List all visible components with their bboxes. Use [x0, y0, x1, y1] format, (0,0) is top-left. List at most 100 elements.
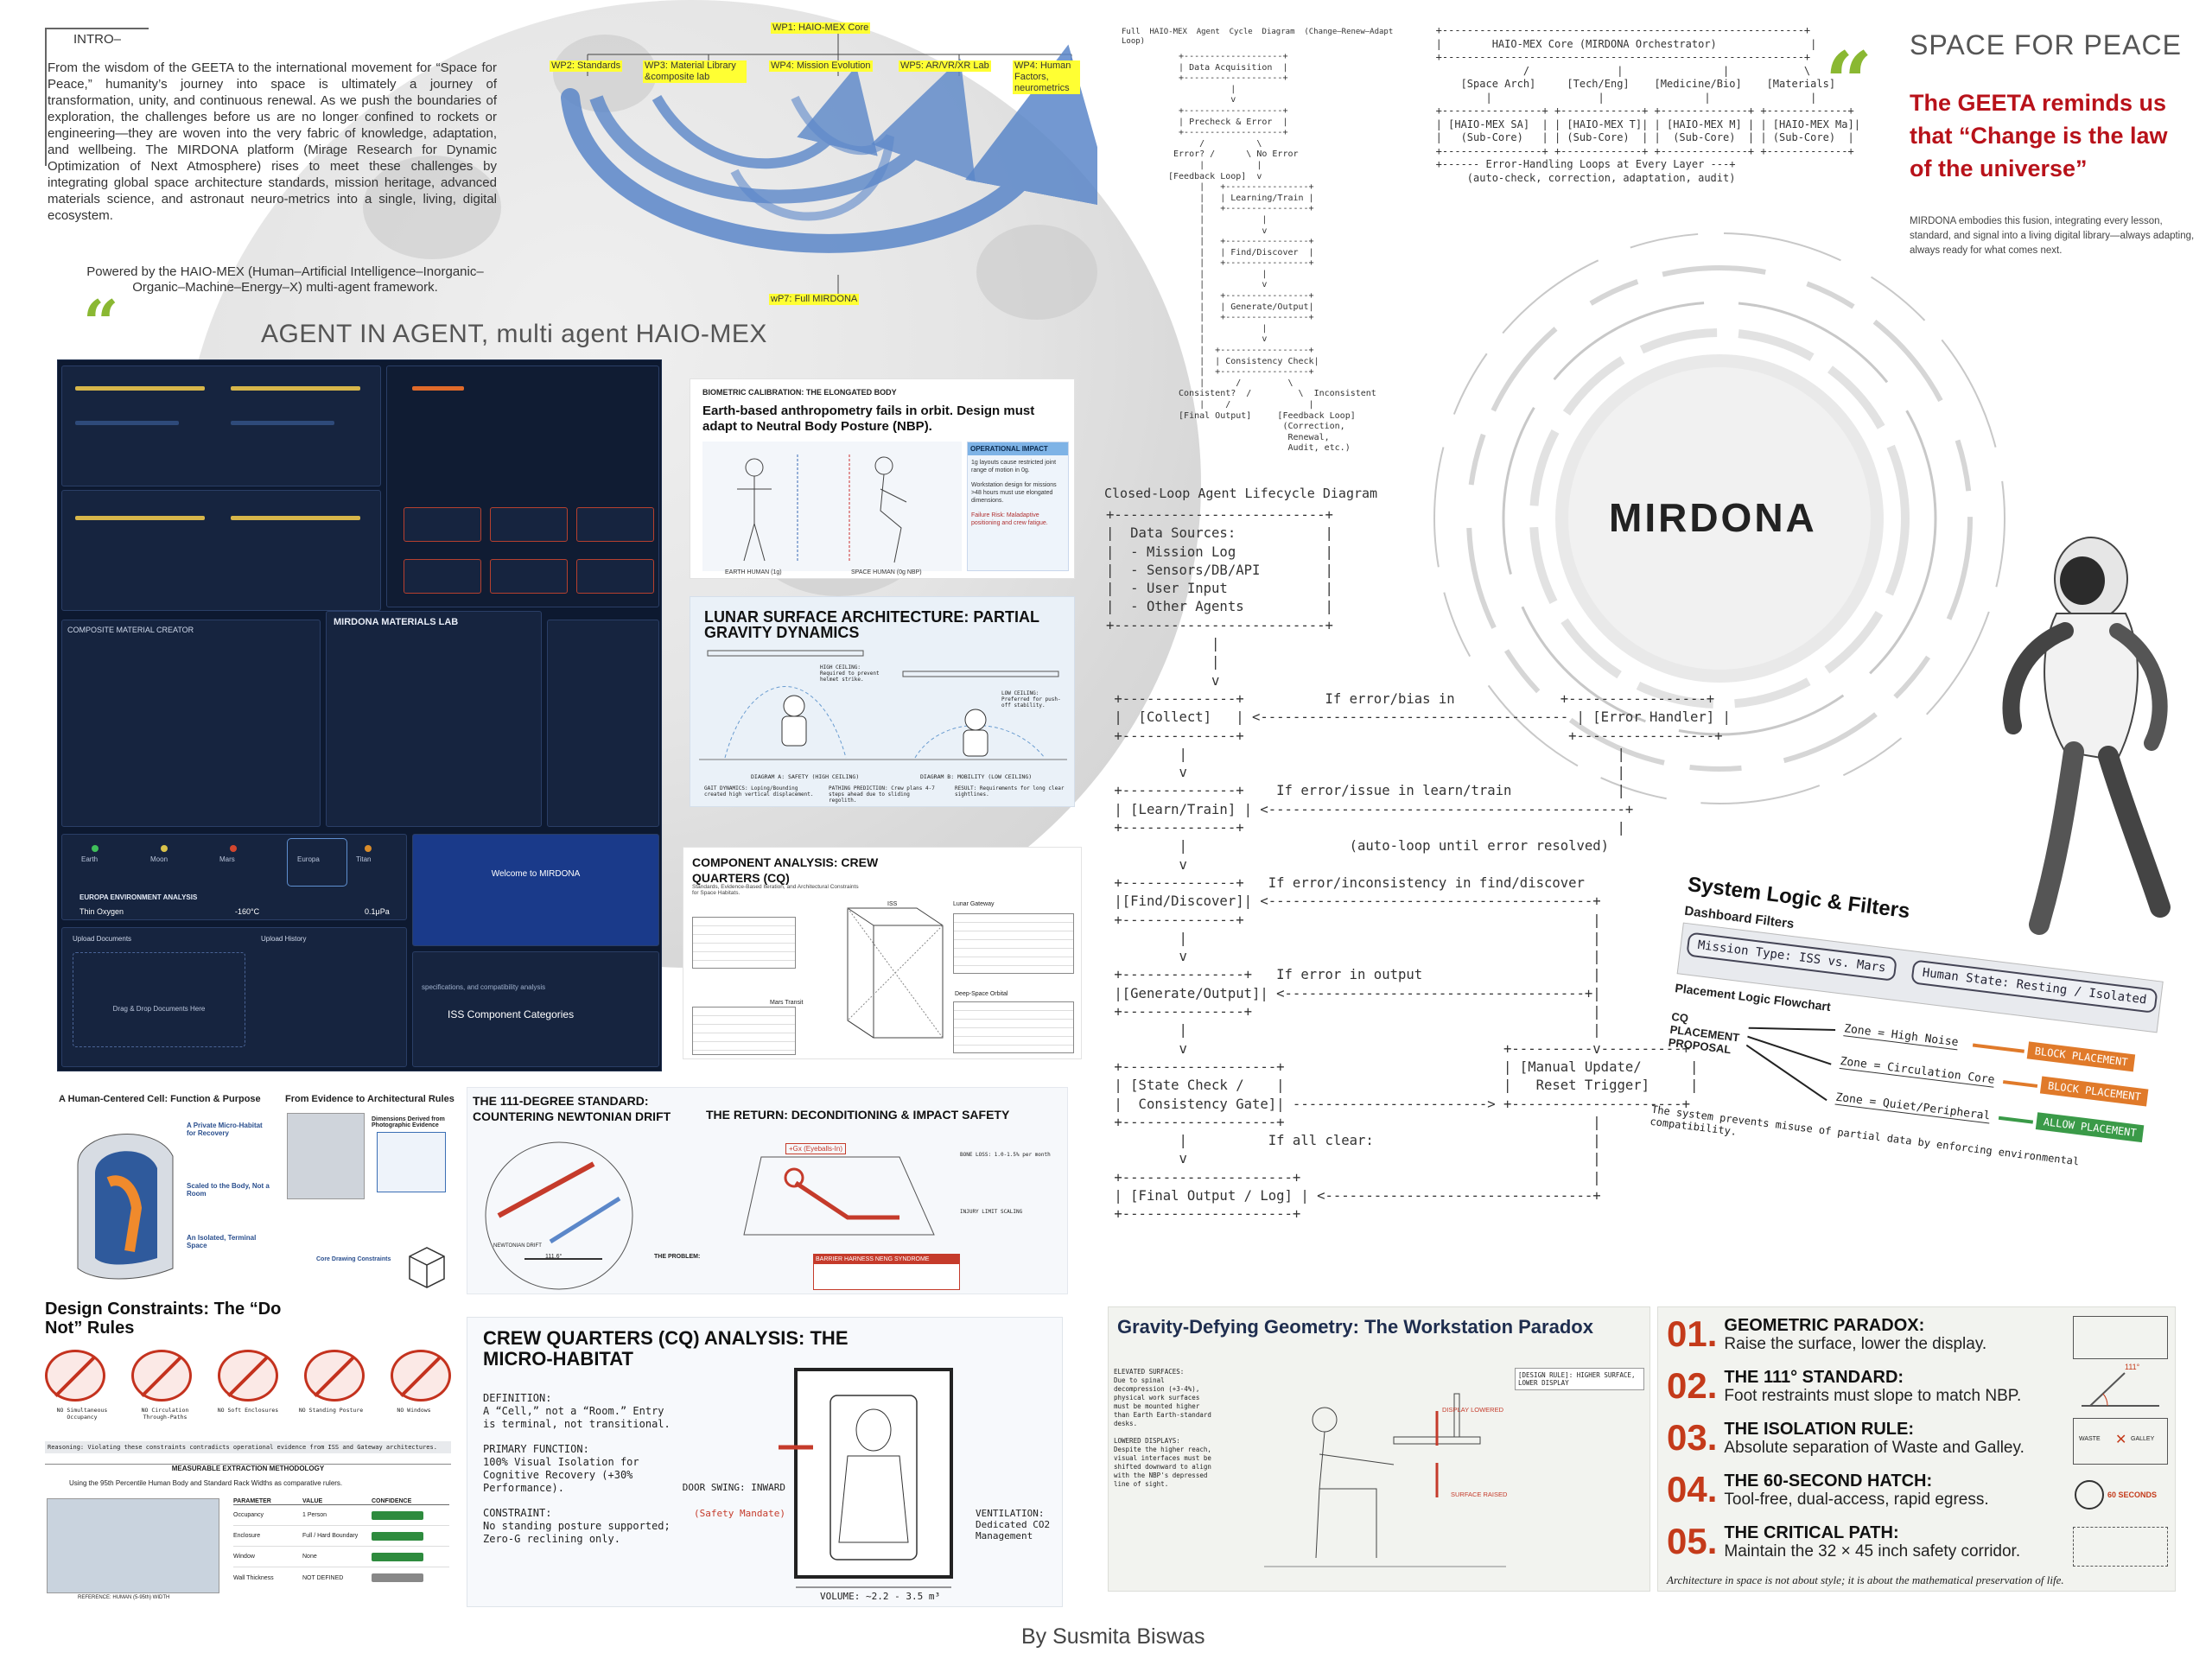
waste-label: WASTE — [2079, 1436, 2101, 1442]
drift-diagram — [485, 1141, 633, 1290]
wp4-human-label: WP4: Human Factors, neurometrics — [1013, 60, 1080, 94]
component-title: COMPONENT ANALYSIS: CREW QUARTERS (CQ) — [692, 855, 879, 885]
pf-text: 100% Visual Isolation for Cognitive Reco… — [483, 1456, 639, 1494]
spec-table — [953, 1001, 1074, 1053]
impact-2: Workstation design for missions >48 hour… — [971, 482, 1057, 504]
gforce-label: +Gx (Eyeballs-In) — [785, 1143, 847, 1154]
dimension-chart — [377, 1132, 446, 1192]
display-lowered-label: DISPLAY LOWERED — [1442, 1406, 1503, 1414]
rule-heading: THE ISOLATION RULE: — [1724, 1420, 1915, 1439]
flow-arrow — [1972, 1043, 2024, 1053]
no-occupancy-icon — [45, 1350, 105, 1402]
cell: Window — [233, 1554, 255, 1560]
stopwatch-icon — [2075, 1480, 2104, 1510]
angle-icon — [2082, 1372, 2159, 1407]
rule-text: Raise the surface, lower the display. — [1724, 1335, 1987, 1353]
cell-item-1: A Private Micro-Habitat for Recovery — [187, 1122, 263, 1137]
method-using: Using the 95th Percentile Human Body and… — [69, 1479, 343, 1487]
cq-proposal: CQ PLACEMENT PROPOSAL — [1668, 1009, 1740, 1057]
moon-icon[interactable] — [161, 845, 168, 852]
system-logic-panel: System Logic & Filters Dashboard Filters… — [1645, 873, 2170, 1292]
rule-label: NO Circulation Through-Paths — [141, 1407, 189, 1421]
dashboard-tile[interactable] — [576, 507, 654, 542]
mars-icon[interactable] — [230, 845, 237, 852]
dashboard-tile[interactable] — [404, 507, 481, 542]
warning-heading: BARRIER HARNESS NENG SYNDROME — [814, 1255, 959, 1264]
corridor-icon — [2073, 1527, 2168, 1567]
europa-atmosphere: Thin Oxygen — [79, 907, 124, 916]
upload-dropzone[interactable]: Drag & Drop Documents Here — [73, 952, 245, 1047]
impact-1: 1g layouts cause restricted joint range … — [971, 460, 1057, 474]
gravity-text: ELEVATED SURFACES: Due to spinal decompr… — [1114, 1368, 1217, 1489]
space-for-peace-title: SPACE FOR PEACE — [1910, 29, 2182, 60]
drift-return-panel: THE 111-DEGREE STANDARD: COUNTERING NEWT… — [467, 1087, 1068, 1294]
dashboard-tile[interactable] — [404, 559, 481, 594]
spec-table — [692, 917, 796, 969]
rule-number: 03. — [1667, 1417, 1718, 1458]
sixty-seconds-label: 60 SECONDS — [2107, 1491, 2158, 1499]
rule-label: NO Soft Enclosures — [217, 1407, 279, 1414]
confidence-badge — [372, 1552, 423, 1561]
th-confidence: CONFIDENCE — [372, 1498, 412, 1504]
europa-pressure: 0.1μPa — [365, 907, 390, 916]
rule-label: NO Simultaneous Occupancy — [56, 1407, 108, 1421]
planet-moon-label: Moon — [150, 855, 168, 863]
dashboard-tile[interactable] — [576, 559, 654, 594]
intro-bracket — [45, 28, 149, 166]
component-sub: Standards, Evidence-Based Iteration, and… — [692, 884, 859, 896]
europa-selected[interactable] — [287, 838, 347, 887]
earth-icon[interactable] — [92, 845, 99, 852]
cq-panel: CREW QUARTERS (CQ) ANALYSIS: THE MICRO-H… — [467, 1317, 1063, 1607]
angle-label: 111.6° — [545, 1254, 563, 1260]
th-value: VALUE — [302, 1498, 323, 1504]
cell-item-5: Core Drawing Constraints — [316, 1256, 391, 1262]
cell: None — [302, 1554, 317, 1560]
dashboard-bar — [75, 516, 205, 520]
seat-diagram — [743, 1156, 935, 1236]
upload-history: Upload History — [261, 935, 307, 943]
table-row: Window None — [233, 1547, 449, 1567]
lifecycle-title: Closed-Loop Agent Lifecycle Diagram — [1104, 486, 1378, 501]
europa-title: EUROPA ENVIRONMENT ANALYSIS — [79, 893, 198, 901]
wp3-label: WP3: Material Library &composite lab — [643, 60, 747, 83]
dashboard-collage: COMPOSITE MATERIAL CREATOR MIRDONA MATER… — [57, 359, 662, 1071]
photo-caption: REFERENCE: HUMAN (5-95th) WIDTH — [78, 1595, 170, 1600]
dashboard-tile[interactable] — [490, 559, 568, 594]
rules-panel: 01. GEOMETRIC PARADOX:Raise the surface,… — [1657, 1306, 2176, 1592]
quote-mark-icon: “ — [83, 286, 119, 359]
titan-icon[interactable] — [365, 845, 372, 852]
dashboard-card[interactable] — [61, 365, 381, 486]
moon-crater — [976, 225, 1097, 320]
quote-mark-icon: “ — [1825, 34, 1873, 131]
dashboard-bar — [231, 516, 360, 520]
spec-table — [953, 913, 1074, 974]
materials-lab-panel: MIRDONA MATERIALS LAB — [326, 611, 542, 827]
planet-europa-label: Europa — [297, 855, 320, 863]
dashboard-tile[interactable] — [490, 507, 568, 542]
volume-label: VOLUME: ~2.2 - 3.5 m³ — [820, 1591, 941, 1602]
iss-subtitle: specifications, and compatibility analys… — [422, 983, 546, 991]
dashboard-card[interactable] — [61, 490, 381, 611]
biometric-panel: BIOMETRIC CALIBRATION: THE ELONGATED BOD… — [690, 378, 1075, 579]
vent-label: VENTILATION: Dedicated CO2 Management — [976, 1508, 1051, 1541]
rule-label: NO Standing Posture — [298, 1407, 364, 1414]
newton-drift-label: NEWTONIAN DRIFT — [493, 1243, 542, 1249]
rule-text: Absolute separation of Waste and Galley. — [1724, 1439, 2024, 1457]
cell-pod-illustration — [77, 1134, 174, 1280]
rule-number: 05. — [1667, 1521, 1718, 1561]
iss-panel: specifications, and compatibility analys… — [412, 951, 659, 1067]
dashboard-bar — [412, 386, 464, 391]
list-item: 05. THE CRITICAL PATH:Maintain the 32 × … — [1667, 1523, 2064, 1575]
note-low-ceiling: LOW CEILING: Preferred for push-off stab… — [1001, 690, 1061, 709]
wp-arrows — [561, 33, 1115, 305]
agent-cycle-diagram: +-------------------+ | Data Acquisition… — [1168, 52, 1376, 454]
cell-heading-1: A Human-Centered Cell: Function & Purpos… — [59, 1094, 261, 1104]
wp-diagram: WP1: HAIO-MEX Core WP2: Standards WP3: M… — [536, 16, 1115, 309]
elev-text: Due to spinal decompression (+3-4%), phy… — [1114, 1376, 1211, 1427]
impact-box: OPERATIONAL IMPACT 1g layouts cause rest… — [967, 442, 1069, 571]
planet-selector: Earth Moon Mars Europa Titan EUROPA ENVI… — [61, 834, 407, 920]
list-item: 02. THE 111° STANDARD:Foot restraints mu… — [1667, 1368, 2064, 1420]
def-heading: DEFINITION: — [483, 1392, 552, 1404]
